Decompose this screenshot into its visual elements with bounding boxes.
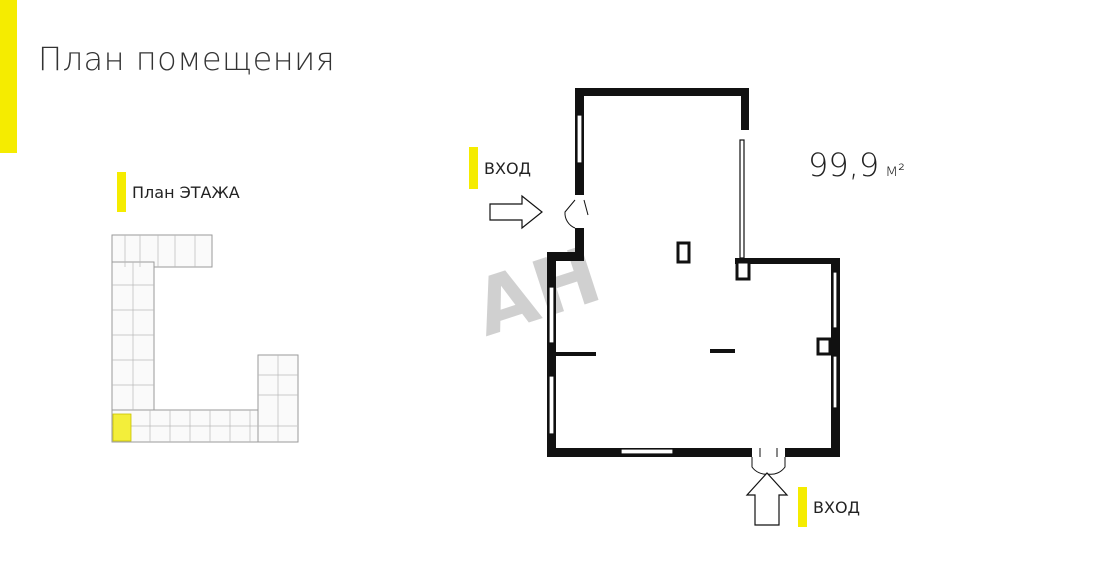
building-floor-plan	[111, 234, 299, 443]
wall-bottom-right	[785, 448, 839, 457]
doors	[564, 199, 786, 475]
page-title: План помещения	[38, 40, 336, 78]
door-top-left	[564, 199, 576, 229]
window-left-middle	[548, 286, 555, 344]
windows	[548, 114, 838, 455]
partition-left	[556, 352, 596, 356]
label-marker	[117, 172, 126, 212]
wall-shelf	[735, 258, 840, 264]
column-center	[676, 241, 691, 264]
accent-bar	[0, 0, 17, 153]
watermark: АН	[464, 230, 611, 354]
label-marker	[798, 487, 807, 527]
wall-step	[547, 252, 584, 261]
entrance-label-top: ВХОД	[469, 147, 531, 189]
wall-top	[575, 88, 748, 96]
columns	[676, 241, 832, 356]
door-bottom-left	[751, 457, 769, 475]
label-marker	[469, 147, 478, 189]
entrance-label-top-text: ВХОД	[484, 158, 532, 178]
area-number: 99,9	[808, 146, 880, 184]
window-right-mid	[832, 271, 838, 329]
window-left-upper	[576, 114, 583, 164]
window-left-lower	[548, 375, 555, 435]
wall-left-middle	[575, 228, 584, 260]
column-right-top	[735, 260, 751, 281]
area-unit: м²	[885, 161, 905, 181]
entrance-label-bottom: ВХОД	[798, 487, 860, 527]
entrance-arrow-up	[745, 472, 789, 526]
partition-center	[710, 349, 735, 353]
floor-plan-label-text: План ЭТАЖА	[132, 182, 240, 202]
floor-plan-label: План ЭТАЖА	[117, 172, 240, 212]
highlighted-unit	[112, 413, 132, 442]
column-right-mid	[816, 337, 832, 356]
window-right-upper	[739, 139, 745, 259]
door-bottom-right	[767, 457, 786, 475]
entrance-arrow-right	[489, 194, 543, 230]
window-bottom	[620, 448, 674, 455]
entrance-label-bottom-text: ВХОД	[813, 497, 861, 517]
wall-right-upper	[741, 88, 749, 130]
window-right-lower	[832, 355, 838, 409]
wall-left-lower	[547, 252, 556, 457]
